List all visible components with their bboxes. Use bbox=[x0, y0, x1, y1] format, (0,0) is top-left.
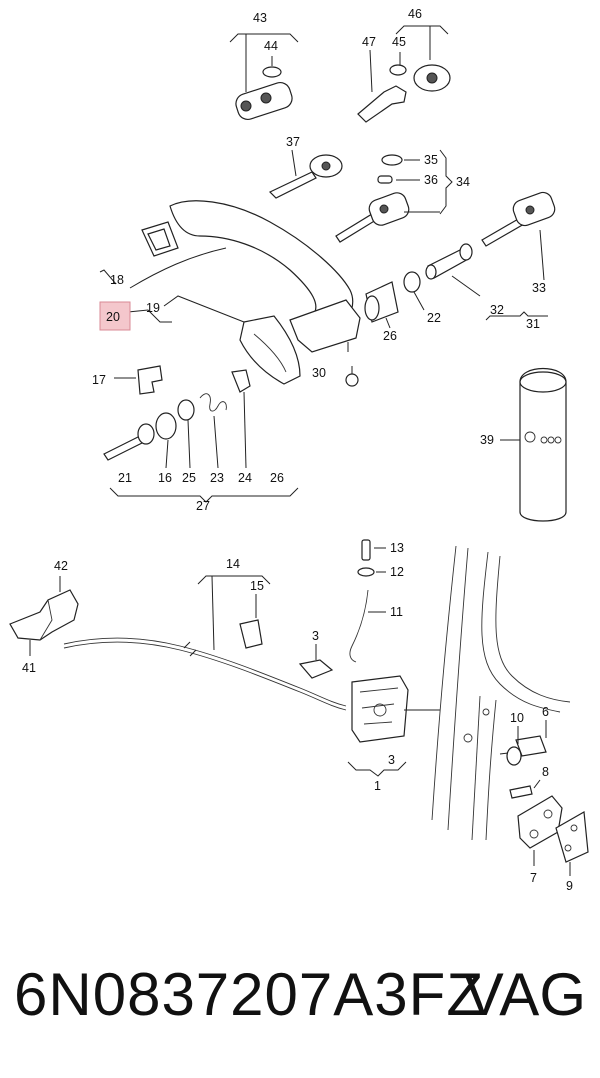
callout-42: 42 bbox=[54, 559, 68, 573]
callout-labels: 43 44 46 47 45 37 35 36 34 18 20 19 26 2… bbox=[22, 7, 573, 893]
part-32-lock-cylinder bbox=[364, 243, 548, 329]
callout-17: 17 bbox=[92, 373, 106, 387]
callout-46: 46 bbox=[408, 7, 422, 21]
part-7-striker bbox=[499, 720, 589, 876]
highlight-box-part-20 bbox=[99, 301, 131, 331]
callout-34: 34 bbox=[456, 175, 470, 189]
callout-20: 20 bbox=[106, 310, 120, 324]
callout-41: 41 bbox=[22, 661, 36, 675]
part-37-key-blade bbox=[268, 149, 343, 199]
callout-25: 25 bbox=[182, 471, 196, 485]
callout-32: 32 bbox=[490, 303, 504, 317]
door-frame bbox=[431, 545, 571, 841]
callout-37: 37 bbox=[286, 135, 300, 149]
callout-3-lock: 3 bbox=[388, 753, 395, 767]
callout-10: 10 bbox=[510, 711, 524, 725]
callout-39: 39 bbox=[480, 433, 494, 447]
callout-30: 30 bbox=[312, 366, 326, 380]
part-33-key bbox=[481, 191, 556, 281]
callout-16: 16 bbox=[158, 471, 172, 485]
part-42-bracket bbox=[9, 576, 79, 656]
callout-9: 9 bbox=[566, 879, 573, 893]
callout-8: 8 bbox=[542, 765, 549, 779]
callout-12: 12 bbox=[390, 565, 404, 579]
callout-13: 13 bbox=[390, 541, 404, 555]
callout-27: 27 bbox=[196, 499, 210, 513]
callout-43: 43 bbox=[253, 11, 267, 25]
part-caption: 6N0837207A3FZ VAG bbox=[0, 955, 600, 1035]
callout-7: 7 bbox=[530, 871, 537, 885]
part-27-small-parts-kit bbox=[103, 365, 299, 503]
callout-18: 18 bbox=[110, 273, 124, 287]
brand-name: VAG bbox=[463, 961, 586, 1028]
callout-33: 33 bbox=[532, 281, 546, 295]
callout-1: 1 bbox=[374, 779, 381, 793]
callout-31: 31 bbox=[526, 317, 540, 331]
part-46-key-assembly bbox=[357, 25, 451, 123]
callout-14: 14 bbox=[226, 557, 240, 571]
callout-36: 36 bbox=[424, 173, 438, 187]
callout-47: 47 bbox=[362, 35, 376, 49]
exploded-parts-diagram: 43 44 46 47 45 37 35 36 34 18 20 19 26 2… bbox=[9, 7, 589, 893]
callout-21: 21 bbox=[118, 471, 132, 485]
callout-26-kit: 26 bbox=[270, 471, 284, 485]
callout-35: 35 bbox=[424, 153, 438, 167]
part-number: 6N0837207A3FZ bbox=[14, 961, 484, 1028]
callout-6: 6 bbox=[542, 705, 549, 719]
callout-11: 11 bbox=[390, 605, 403, 619]
callout-45: 45 bbox=[392, 35, 406, 49]
part-43-key-housing bbox=[229, 33, 299, 121]
part-39-spray-can bbox=[500, 367, 567, 522]
callout-24: 24 bbox=[238, 471, 252, 485]
part-1-door-lock bbox=[347, 675, 440, 777]
callout-23: 23 bbox=[210, 471, 224, 485]
part-14-cable bbox=[63, 575, 347, 711]
part-11-rod bbox=[349, 539, 386, 663]
callout-26-housing: 26 bbox=[383, 329, 397, 343]
callout-15: 15 bbox=[250, 579, 264, 593]
part-34-key-group bbox=[335, 149, 453, 243]
callout-19: 19 bbox=[146, 301, 160, 315]
callout-44: 44 bbox=[264, 39, 278, 53]
part-18-door-handle bbox=[99, 200, 361, 387]
callout-3-clip: 3 bbox=[312, 629, 319, 643]
callout-22: 22 bbox=[427, 311, 441, 325]
